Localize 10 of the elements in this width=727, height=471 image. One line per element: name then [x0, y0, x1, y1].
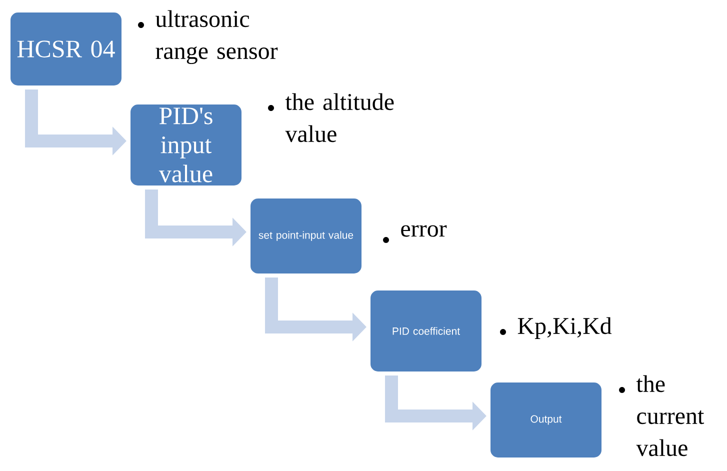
beside-text: ultrasonic range sensor [156, 10, 278, 64]
process-box: Output [490, 382, 602, 458]
process-box: PID's input value [130, 104, 242, 186]
process-box: HCSR 04 [10, 12, 122, 86]
beside-text: Kp,Ki,Kd [518, 317, 612, 339]
process-box: set point-input value [250, 198, 362, 274]
beside-text: the current value [636, 375, 704, 456]
beside-text: error [401, 225, 447, 237]
process-box: PID coefficient [370, 290, 482, 372]
beside-text: the altitude value [285, 93, 394, 142]
